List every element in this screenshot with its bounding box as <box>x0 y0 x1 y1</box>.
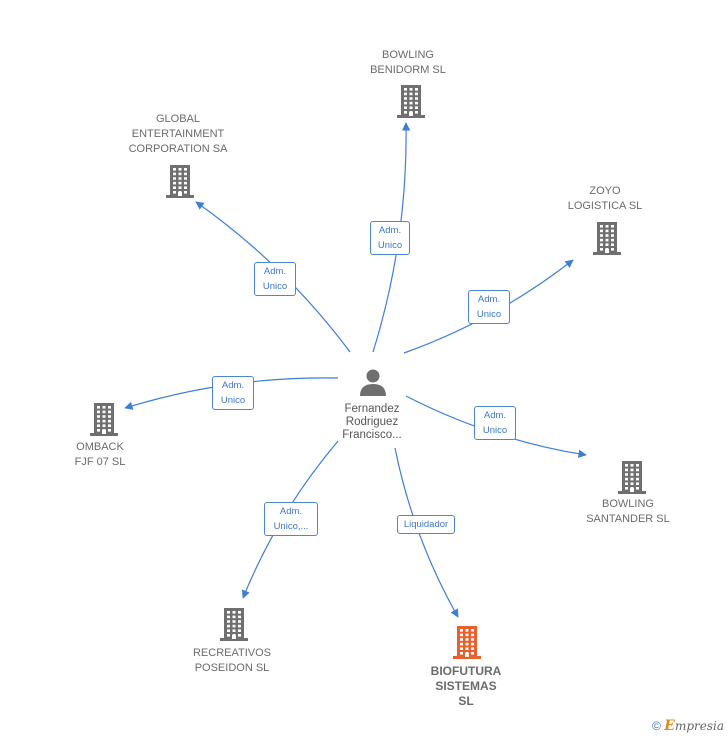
company-label-biofutura[interactable]: BIOFUTURA SISTEMAS SL <box>430 664 502 708</box>
edge-label-bowling-santander[interactable]: Adm. Unico <box>474 406 516 440</box>
company-label-omback[interactable]: OMBACK FJF 07 SL <box>74 441 126 468</box>
footer-brand: © Empresia <box>652 718 724 734</box>
edge-label-bowling-benidorm[interactable]: Adm. Unico <box>370 221 410 255</box>
brand-name: mpresia <box>674 719 724 733</box>
company-label-recreativos-poseidon[interactable]: RECREATIVOS POSEIDON SL <box>192 647 272 674</box>
building-icon[interactable] <box>218 606 250 647</box>
brand-logo-initial: E <box>664 718 675 734</box>
edge-label-biofutura[interactable]: Liquidador <box>397 515 455 534</box>
company-label-zoyo-logistica[interactable]: ZOYO LOGISTICA SL <box>567 185 643 212</box>
company-label-global-entertainment[interactable]: GLOBAL ENTERTAINMENT CORPORATION SA <box>128 113 228 155</box>
building-icon[interactable] <box>395 83 427 124</box>
edge-label-global-entertainment[interactable]: Adm. Unico <box>254 262 296 296</box>
person-label[interactable]: Fernandez Rodriguez Francisco... <box>342 403 402 441</box>
building-icon[interactable] <box>616 459 648 500</box>
copyright-symbol: © <box>652 719 661 733</box>
person-icon[interactable] <box>359 368 387 401</box>
building-icon[interactable] <box>88 401 120 442</box>
building-icon[interactable] <box>164 163 196 204</box>
building-icon[interactable] <box>591 220 623 261</box>
edge-label-recreativos-poseidon[interactable]: Adm. Unico,... <box>264 502 318 536</box>
building-icon[interactable] <box>451 624 483 665</box>
edge-label-omback[interactable]: Adm. Unico <box>212 376 254 410</box>
company-label-bowling-benidorm[interactable]: BOWLING BENIDORM SL <box>370 49 446 76</box>
edge-label-zoyo-logistica[interactable]: Adm. Unico <box>468 290 510 324</box>
company-label-bowling-santander[interactable]: BOWLING SANTANDER SL <box>586 498 670 525</box>
edge-biofutura <box>394 447 459 618</box>
